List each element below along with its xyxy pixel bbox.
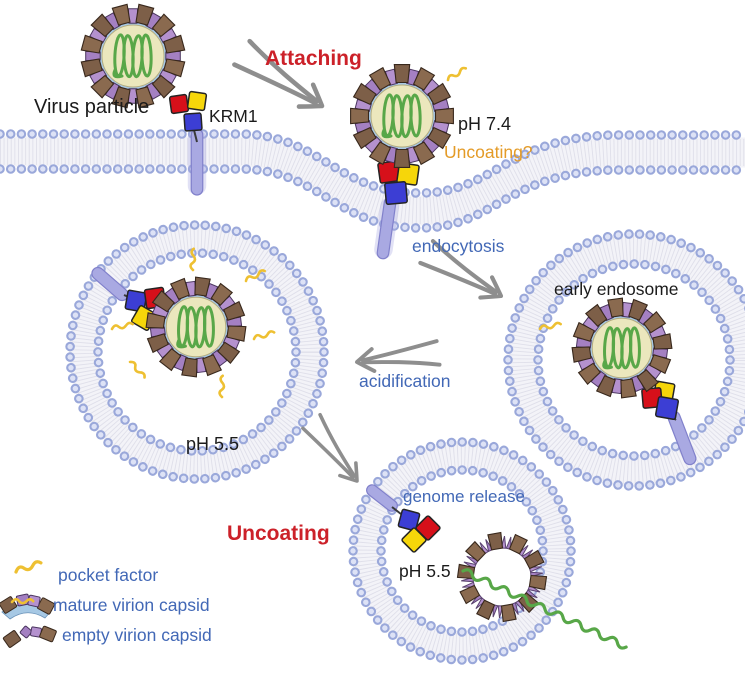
krm1-label: KRM1 [209,106,258,126]
early-endosome-membrane [503,229,745,491]
virus-in-acidified-endosome [145,276,247,378]
released-rna-genome [461,568,628,650]
mature-virion-capsid-icon [0,593,55,620]
virus-particle [80,3,186,109]
acidified-endosome-membrane [65,220,329,484]
empty-virion-capsid [456,531,548,623]
legend-empty-capsid-label: empty virion capsid [62,625,212,645]
genome-release-label: genome release [403,487,525,506]
pocket-factor-icon [13,559,44,574]
uncoating-label: Uncoating [227,522,330,545]
uncoating-question-label: Uncoating? [444,142,533,162]
pocket-factor-icon [216,374,228,399]
pocket-factor-icon [444,65,469,82]
endocytosis-label: endocytosis [412,236,505,256]
early-endosome-label: early endosome [554,279,679,299]
pocket-factor-icon [128,358,148,381]
legend-mature-capsid-label: mature virion capsid [53,595,210,615]
attaching-label: Attaching [265,47,362,70]
acidification-arrow [353,339,442,377]
ph55-endosome-label: pH 5.5 [186,434,239,454]
uncoating-endosome-membrane [348,437,576,665]
legend: pocket factor mature virion capsid empty… [0,559,212,648]
virus-particle-label: Virus particle [34,96,149,118]
uncoating-arrow [301,412,369,490]
virus-on-membrane [350,64,454,168]
acidification-label: acidification [359,371,450,391]
legend-pocket-factor-label: pocket factor [58,565,158,585]
pocket-factor-icon [251,329,277,341]
krm1-receptors [91,90,697,553]
rna-squiggle [461,568,628,650]
empty-virion-capsid-icon [2,625,57,648]
pocket-factor-icon [110,321,135,331]
virus-in-early-endosome [571,297,673,399]
ph55-late-label: pH 5.5 [399,561,451,581]
ph74-label: pH 7.4 [458,114,511,134]
